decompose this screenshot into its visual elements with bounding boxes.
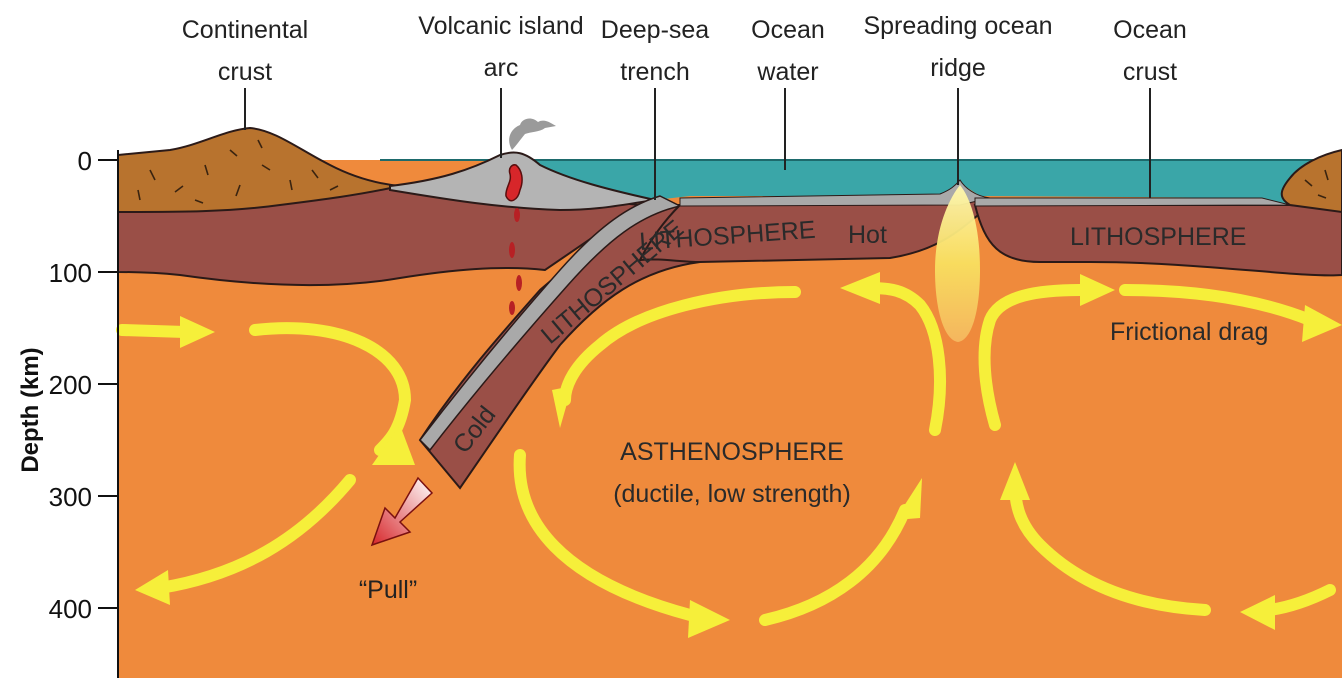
label-volcanic-island-arc-1: Volcanic island — [418, 12, 583, 40]
label-ocean-water-1: Ocean — [751, 16, 825, 44]
label-continental-crust-1: Continental — [182, 16, 308, 44]
depth-tick-400: 400 — [49, 594, 92, 624]
label-asthenosphere-sub: (ductile, low strength) — [613, 480, 851, 508]
label-asthenosphere: ASTHENOSPHERE — [620, 438, 844, 466]
depth-tick-100: 100 — [49, 258, 92, 288]
depth-tick-300: 300 — [49, 482, 92, 512]
label-ocean-water-2: water — [756, 58, 818, 86]
label-ocean-crust-2: crust — [1123, 58, 1177, 86]
label-deep-sea-trench-2: trench — [620, 58, 689, 86]
label-deep-sea-trench-1: Deep-sea — [601, 16, 709, 44]
depth-tick-200: 200 — [49, 370, 92, 400]
label-spreading-ocean-ridge-2: ridge — [930, 54, 986, 82]
depth-tick-0: 0 — [78, 146, 92, 176]
label-frictional-drag: Frictional drag — [1110, 318, 1268, 346]
label-spreading-ocean-ridge-1: Spreading ocean — [863, 12, 1052, 40]
label-hot: Hot — [848, 221, 887, 249]
label-volcanic-island-arc-2: arc — [484, 54, 519, 82]
label-ocean-crust-1: Ocean — [1113, 16, 1187, 44]
label-continental-crust-2: crust — [218, 58, 272, 86]
depth-axis-title: Depth (km) — [17, 347, 44, 472]
label-lithosphere-right: LITHOSPHERE — [1070, 223, 1246, 251]
label-pull: “Pull” — [359, 576, 417, 604]
